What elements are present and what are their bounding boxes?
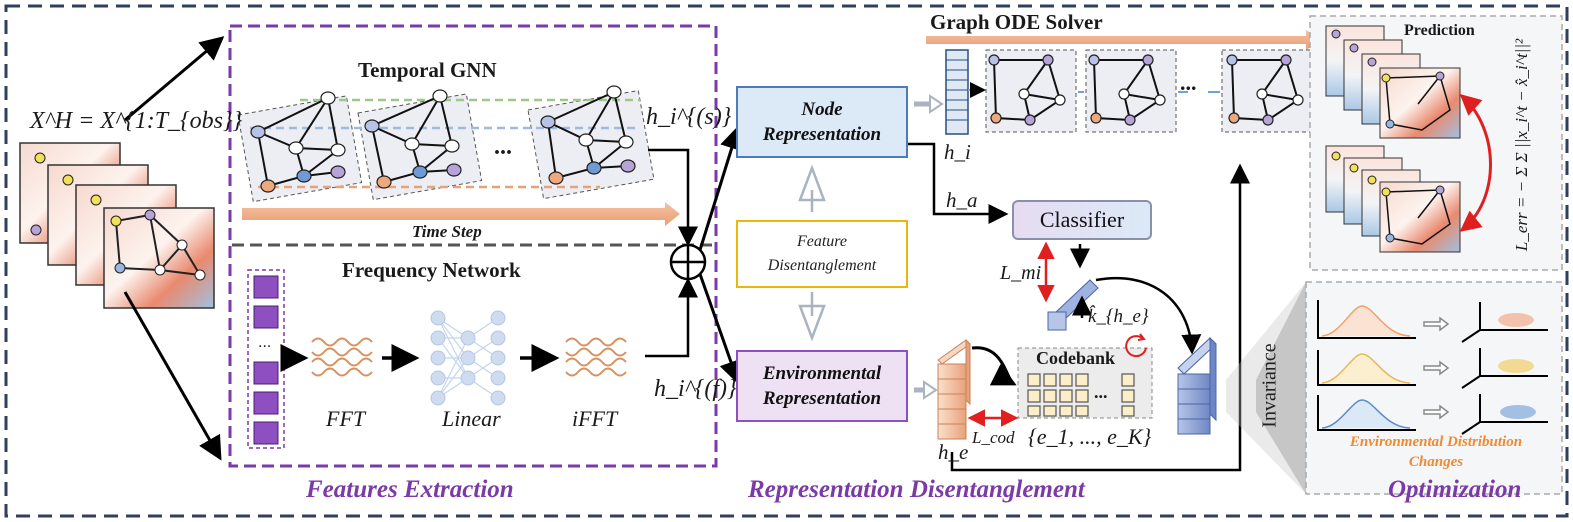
ode-graph-states [968,49,1315,133]
ode-time-arrow [926,30,1322,50]
ifft-wave-icon [565,337,627,377]
node-rep-line1: Node [801,99,843,120]
temporal-gnn-graphs [237,85,655,203]
codebank-ellipsis: ... [1094,382,1108,402]
quantized-embedding-stack [1177,336,1217,435]
classifier-label: Classifier [1039,207,1125,232]
representation-disentanglement-title: Representation Disentanglement [748,476,1085,503]
frequency-ellipsis: ... [258,335,272,351]
node-rep-line2: Representation [762,124,882,145]
h-f-label: h_i^{(f)} [654,376,737,402]
feature-disentanglement-box: Feature Disentanglement [736,220,908,288]
temporal-ellipsis: ... [494,134,512,160]
invariance-label: Invariance [1258,343,1281,428]
input-sequence-stack [19,142,215,309]
sum-operator-icon [669,243,707,281]
prediction-label: Prediction [1404,22,1475,39]
env-rep-line2: Representation [762,388,882,409]
h-e-label: h_e [938,440,969,464]
env-rep-line1: Environmental [762,363,882,384]
feature-dis-line1: Feature [796,233,848,250]
h-a-label: h_a [946,188,978,212]
environment-embedding-stack [937,338,971,440]
time-step-label: Time Step [412,222,482,241]
env-shift-line1: Environmental Distribution [1349,434,1523,450]
classifier-box: Classifier [1012,200,1152,240]
linear-label: Linear [442,406,501,431]
h-s-label: h_i^{(s)} [646,104,732,130]
time-step-arrow [242,202,680,226]
arrow-to-frequency [123,291,222,461]
arrow-to-temporal [124,36,225,122]
l-cod-label: L_cod [972,428,1015,447]
k-he-label: k̂_{h_e} [1088,306,1149,327]
update-cycle-icon [1125,333,1147,358]
features-extraction-frame [228,24,718,468]
h-i-label: h_i [944,140,971,164]
linear-network-icon [430,310,506,406]
codebank-panel [1017,347,1153,419]
feature-dis-line2: Disentanglement [767,257,877,274]
temporal-gnn-title: Temporal GNN [358,58,497,82]
node-representation-box: Node Representation [736,86,908,158]
optimization-title: Optimization [1388,476,1522,503]
codebank-label: Codebank [1036,348,1116,368]
fft-wave-icon [311,337,373,377]
loss-formula: L_err = − Σ Σ ||x_i^t − x̂_i^t||² [1512,38,1532,252]
graph-ode-title: Graph ODE Solver [930,10,1103,34]
distribution-curves [1317,300,1548,435]
input-formula: X^H = X^{1:T_{obs}} [30,108,243,134]
prediction-stack [1325,25,1461,253]
ode-ellipsis: ... [1180,70,1197,95]
env-shift-caption: Environmental Distribution Changes [1310,432,1562,472]
ifft-label: iFFT [572,406,618,431]
disentangle-arrows [798,164,826,342]
codebook-set-label: {e_1, ..., e_K} [1028,424,1152,449]
env-shift-line2: Changes [1408,454,1464,470]
fft-label: FFT [326,406,366,431]
l-mi-label: L_mi [1000,262,1042,284]
invariance-beam [1226,282,1306,494]
frequency-network-title: Frequency Network [342,258,521,282]
environmental-representation-box: Environmental Representation [736,350,908,422]
outer-frame [4,4,1569,518]
features-extraction-title: Features Extraction [306,476,514,503]
node-embedding-vector [945,49,969,135]
frequency-input-column [247,269,285,449]
